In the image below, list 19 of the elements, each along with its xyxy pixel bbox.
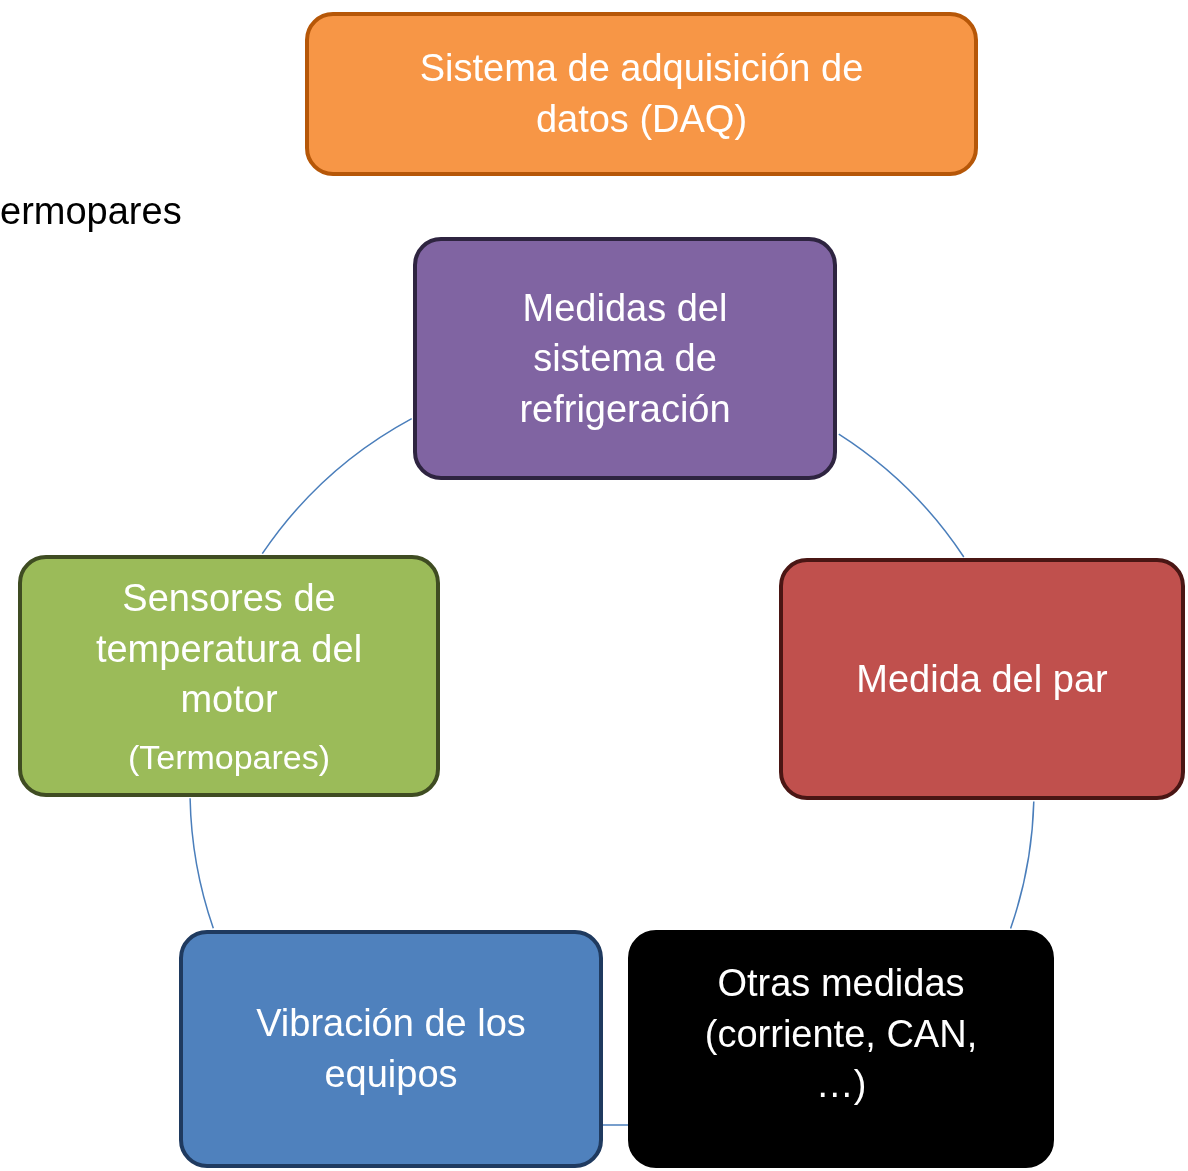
connector-line [1009, 800, 1035, 930]
connector-line [602, 1124, 629, 1126]
box-title: Otras medidas (corriente, CAN, …) [703, 961, 979, 1108]
box-title: Sensores de temperatura del motor [94, 576, 364, 723]
box-title: Medidas del sistema de refrigeración [518, 285, 732, 432]
box-title: Medida del par [856, 656, 1108, 702]
rounded-box [628, 930, 1054, 1168]
rounded-box [413, 237, 837, 480]
connector-line [261, 417, 413, 555]
connector-line [189, 797, 215, 929]
box-note: (Termopares) [127, 736, 331, 778]
rounded-box [179, 930, 603, 1168]
rounded-box [305, 12, 978, 176]
box-title: Sistema de adquisición de datos (DAQ) [418, 46, 865, 142]
box-title: Vibración de los equipos [255, 1001, 527, 1097]
connector-line [838, 433, 965, 558]
partial-text: ermopares [0, 190, 182, 233]
rounded-box [18, 555, 440, 797]
rounded-box [779, 558, 1185, 800]
